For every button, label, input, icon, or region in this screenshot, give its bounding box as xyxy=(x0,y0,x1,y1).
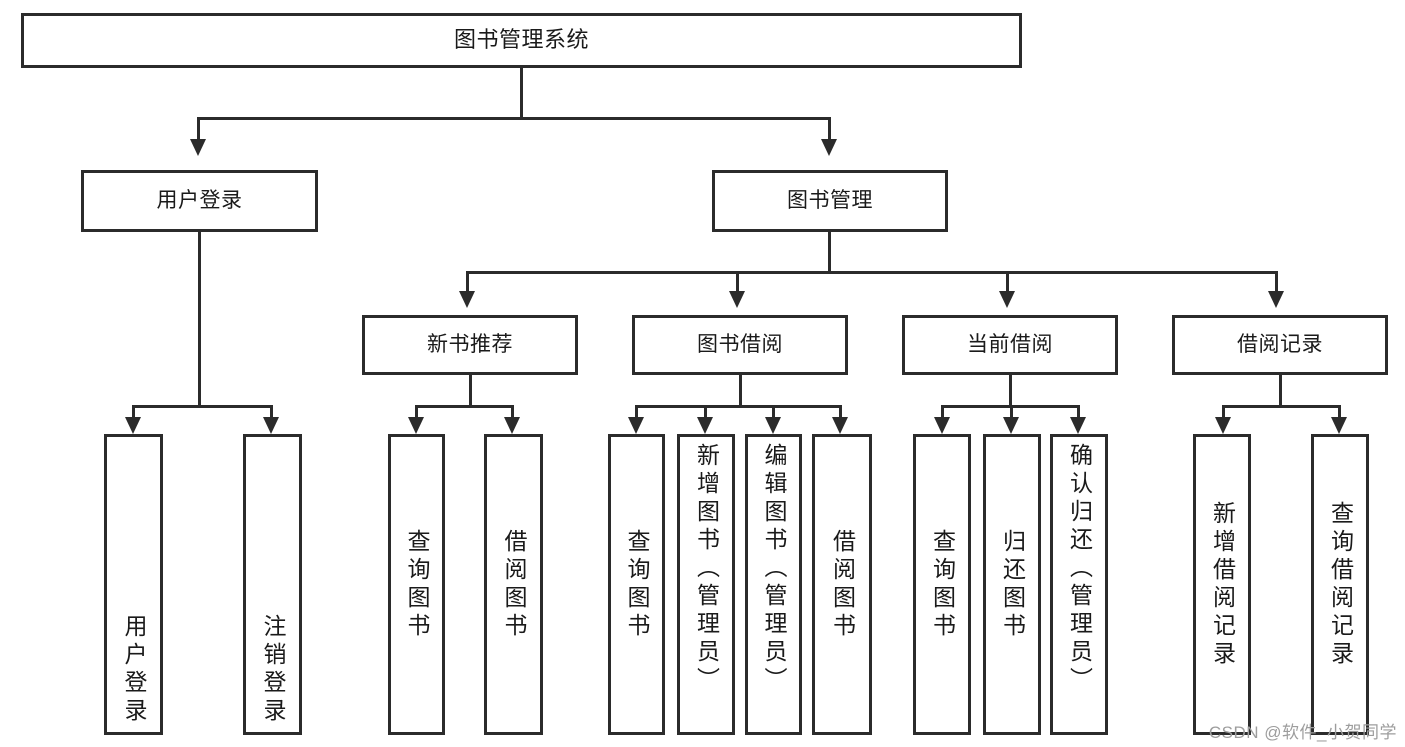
leaf-query-book-current[interactable]: 查询图书 xyxy=(913,434,971,735)
connector-root-to-user-login xyxy=(197,117,200,139)
connector-bb-b3 xyxy=(772,405,775,417)
arrow-to-leaf-add-record xyxy=(1215,417,1231,434)
node-label: 图书管理系统 xyxy=(453,27,589,53)
leaf-add-book-admin[interactable]: 新增图书（管理员） xyxy=(677,434,735,735)
leaf-user-login[interactable]: 用户登录 xyxy=(104,434,163,735)
arrow-to-borrow-record xyxy=(1268,291,1284,308)
connector-bb-stem xyxy=(739,375,742,405)
connector-br-b2 xyxy=(1338,405,1341,417)
connector-root-stem xyxy=(520,68,523,117)
arrow-to-leaf-edit-book xyxy=(765,417,781,434)
node-label: 借阅图书 xyxy=(501,528,527,641)
connector-user-login-stem xyxy=(198,232,201,405)
node-label: 查询图书 xyxy=(624,528,650,641)
arrow-to-leaf-query-book-nbr xyxy=(408,417,424,434)
arrow-to-book-borrow xyxy=(729,291,745,308)
connector-cb-b1 xyxy=(941,405,944,417)
node-current-borrow[interactable]: 当前借阅 xyxy=(902,315,1118,375)
node-label: 查询借阅记录 xyxy=(1327,500,1354,669)
node-label: 借阅图书 xyxy=(829,528,856,641)
node-label: 新书推荐 xyxy=(427,333,513,357)
connector-br-bus xyxy=(1222,405,1341,408)
node-label: 注销登录 xyxy=(260,614,286,726)
leaf-edit-book-admin[interactable]: 编辑图书（管理员） xyxy=(745,434,802,735)
node-label: 借阅记录 xyxy=(1237,333,1323,357)
leaf-query-book-borrow[interactable]: 查询图书 xyxy=(608,434,665,735)
node-root-system[interactable]: 图书管理系统 xyxy=(21,13,1022,68)
node-label: 查询图书 xyxy=(404,528,430,641)
connector-br-b1 xyxy=(1222,405,1225,417)
arrow-to-leaf-add-book xyxy=(697,417,713,434)
node-label: 查询图书 xyxy=(929,528,956,641)
arrow-to-leaf-return-book xyxy=(1003,417,1019,434)
connector-cb-b2 xyxy=(1010,405,1013,417)
leaf-add-borrow-record[interactable]: 新增借阅记录 xyxy=(1193,434,1251,735)
node-label: 用户登录 xyxy=(156,189,243,213)
arrow-to-book-manage xyxy=(821,139,837,156)
connector-nbr-b2 xyxy=(511,405,514,417)
connector-nbr-stem xyxy=(469,375,472,405)
connector-root-to-book-manage xyxy=(828,117,831,139)
connector-bm-to-book-borrow xyxy=(736,271,739,291)
leaf-borrow-book-recommend[interactable]: 借阅图书 xyxy=(484,434,543,735)
connector-cb-stem xyxy=(1009,375,1012,405)
node-label: 用户登录 xyxy=(121,614,147,726)
leaf-query-book-recommend[interactable]: 查询图书 xyxy=(388,434,445,735)
node-borrow-record[interactable]: 借阅记录 xyxy=(1172,315,1388,375)
connector-bb-bus xyxy=(635,405,842,408)
connector-nbr-bus xyxy=(415,405,514,408)
connector-bb-b2 xyxy=(704,405,707,417)
node-label: 图书管理 xyxy=(787,189,873,213)
node-label: 当前借阅 xyxy=(967,333,1053,357)
node-book-borrow[interactable]: 图书借阅 xyxy=(632,315,848,375)
node-label: 确认归还（管理员） xyxy=(1066,443,1093,695)
connector-bb-b4 xyxy=(839,405,842,417)
arrow-to-leaf-query-record xyxy=(1331,417,1347,434)
arrow-to-leaf-logout xyxy=(263,417,279,434)
connector-nbr-b1 xyxy=(415,405,418,417)
arrow-to-leaf-borrow-book-bb xyxy=(832,417,848,434)
leaf-borrow-book[interactable]: 借阅图书 xyxy=(812,434,872,735)
arrow-to-new-book-recommend xyxy=(459,291,475,308)
connector-user-login-bus xyxy=(132,405,270,408)
connector-book-manage-bus xyxy=(466,271,1278,274)
node-label: 编辑图书（管理员） xyxy=(761,443,787,695)
connector-bm-to-current-borrow xyxy=(1006,271,1009,291)
arrow-to-leaf-borrow-book-nbr xyxy=(504,417,520,434)
connector-user-login-b1 xyxy=(132,405,135,417)
connector-book-manage-stem xyxy=(828,232,831,271)
node-label: 新增图书（管理员） xyxy=(693,443,720,695)
leaf-return-book[interactable]: 归还图书 xyxy=(983,434,1041,735)
node-book-manage[interactable]: 图书管理 xyxy=(712,170,948,232)
node-label: 归还图书 xyxy=(999,528,1026,641)
connector-bb-b1 xyxy=(635,405,638,417)
arrow-to-leaf-user-login xyxy=(125,417,141,434)
connector-user-login-b2 xyxy=(270,405,273,417)
connector-bm-to-borrow-record xyxy=(1275,271,1278,291)
node-label: 图书借阅 xyxy=(697,333,783,357)
watermark: CSDN @软件_小贺同学 xyxy=(1208,723,1397,742)
connector-cb-b3 xyxy=(1077,405,1080,417)
arrow-to-user-login xyxy=(190,139,206,156)
node-label: 新增借阅记录 xyxy=(1209,500,1236,669)
arrow-to-leaf-query-book-cb xyxy=(934,417,950,434)
connector-br-stem xyxy=(1279,375,1282,405)
connector-root-bus xyxy=(197,117,831,120)
leaf-query-borrow-record[interactable]: 查询借阅记录 xyxy=(1311,434,1369,735)
arrow-to-current-borrow xyxy=(999,291,1015,308)
node-user-login[interactable]: 用户登录 xyxy=(81,170,318,232)
connector-bm-to-new-book xyxy=(466,271,469,291)
leaf-confirm-return-admin[interactable]: 确认归还（管理员） xyxy=(1050,434,1108,735)
node-new-book-recommend[interactable]: 新书推荐 xyxy=(362,315,578,375)
arrow-to-leaf-query-book-bb xyxy=(628,417,644,434)
arrow-to-leaf-confirm-return xyxy=(1070,417,1086,434)
leaf-logout[interactable]: 注销登录 xyxy=(243,434,302,735)
